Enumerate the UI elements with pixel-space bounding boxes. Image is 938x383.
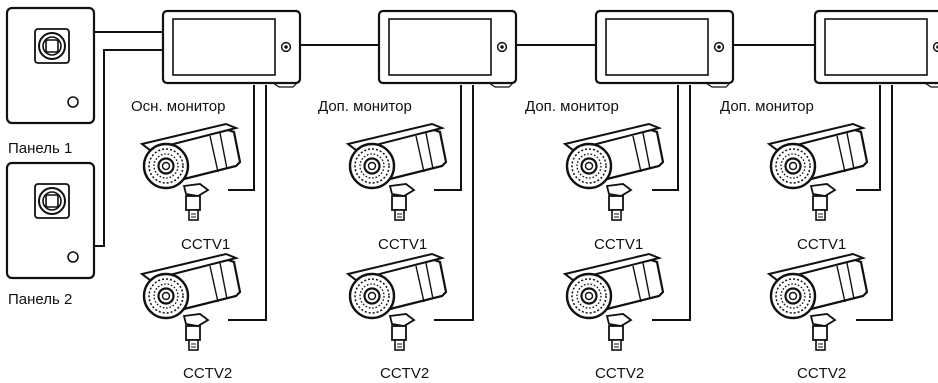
extra-monitor-2-label: Доп. монитор bbox=[525, 98, 619, 115]
door-panel-1 bbox=[5, 6, 96, 125]
camera-cctv2-1 bbox=[140, 252, 242, 352]
camera-cctv2-3 bbox=[563, 252, 665, 352]
main-monitor-label: Осн. монитор bbox=[131, 98, 226, 115]
extra-monitor-1 bbox=[377, 9, 518, 89]
cctv1-label-2: CCTV1 bbox=[378, 236, 427, 253]
extra-monitor-2 bbox=[594, 9, 735, 89]
cctv2-label-2: CCTV2 bbox=[380, 365, 429, 382]
camera-cctv1-3 bbox=[563, 122, 665, 222]
cctv2-label-3: CCTV2 bbox=[595, 365, 644, 382]
cctv1-label-4: CCTV1 bbox=[797, 236, 846, 253]
cctv2-label-1: CCTV2 bbox=[183, 365, 232, 382]
cctv1-label-1: CCTV1 bbox=[181, 236, 230, 253]
panel-1-label: Панель 1 bbox=[8, 140, 72, 157]
camera-cctv2-4 bbox=[767, 252, 869, 352]
cctv2-label-4: CCTV2 bbox=[797, 365, 846, 382]
extra-monitor-3 bbox=[813, 9, 938, 89]
camera-cctv2-2 bbox=[346, 252, 448, 352]
extra-monitor-1-label: Доп. монитор bbox=[318, 98, 412, 115]
door-panel-2 bbox=[5, 161, 96, 280]
camera-cctv1-2 bbox=[346, 122, 448, 222]
extra-monitor-3-label: Доп. монитор bbox=[720, 98, 814, 115]
camera-cctv1-1 bbox=[140, 122, 242, 222]
camera-cctv1-4 bbox=[767, 122, 869, 222]
cctv1-label-3: CCTV1 bbox=[594, 236, 643, 253]
panel-2-label: Панель 2 bbox=[8, 291, 72, 308]
main-monitor bbox=[161, 9, 302, 89]
wiring bbox=[94, 31, 893, 321]
